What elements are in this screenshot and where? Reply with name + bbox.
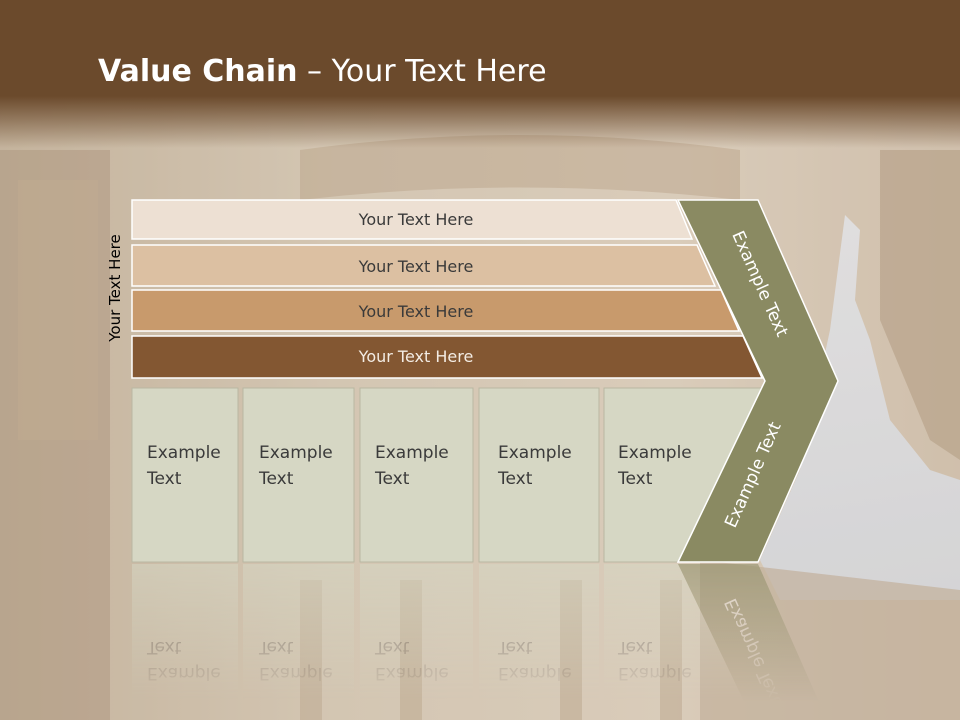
side-label: Your Text Here	[106, 234, 124, 342]
band-3-label: Your Text Here	[358, 302, 474, 321]
reflection-box-2-line1: Example	[259, 663, 333, 683]
box-3-line1: Example	[375, 443, 449, 463]
box-5-line2: Text	[617, 469, 653, 489]
reflection-box-2	[243, 564, 354, 720]
band-4-shape	[131, 335, 764, 379]
reflection-box-1-line2: Text	[146, 637, 182, 657]
box-1: Example Text	[131, 387, 239, 563]
reflection-box-3-line1: Example	[375, 663, 449, 683]
band-1-label: Your Text Here	[358, 210, 474, 229]
box-2: Example Text	[242, 387, 355, 563]
band-4: Your Text Here	[131, 335, 764, 379]
reflection-box-4	[479, 564, 599, 720]
band-3: Your Text Here	[131, 289, 741, 332]
box-3-line2: Text	[374, 469, 410, 489]
reflection-box-5	[604, 564, 754, 720]
band-2: Your Text Here	[131, 244, 717, 287]
band-2-shape	[131, 244, 717, 287]
reflection: Example Text Example Text Example Text E…	[132, 564, 827, 720]
reflection-chevron	[678, 564, 827, 720]
box-4: Example Text	[478, 387, 600, 563]
box-3: Example Text	[359, 387, 474, 563]
box-5-line1: Example	[618, 443, 692, 463]
title-bold: Value Chain	[98, 54, 298, 89]
reflection-box-5-line2: Text	[617, 637, 653, 657]
box-2-shape	[242, 387, 355, 563]
reflection-box-4-line1: Example	[498, 663, 572, 683]
box-1-shape	[131, 387, 239, 563]
band-1: Your Text Here	[131, 199, 694, 240]
reflection-box-1	[132, 564, 238, 720]
box-1-line1: Example	[147, 443, 221, 463]
box-2-line2: Text	[258, 469, 294, 489]
box-group: Example Text Example Text Example Text E…	[131, 387, 763, 563]
reflection-box-3-line2: Text	[374, 637, 410, 657]
chevron-shape	[676, 199, 839, 563]
band-4-label: Your Text Here	[358, 347, 474, 366]
header-bar: Value Chain – Your Text Here	[0, 0, 960, 148]
box-4-line1: Example	[498, 443, 572, 463]
box-2-line1: Example	[259, 443, 333, 463]
reflection-box-5-line1: Example	[618, 663, 692, 683]
box-3-shape	[359, 387, 474, 563]
box-4-shape	[478, 387, 600, 563]
band-1-shape	[131, 199, 694, 240]
band-group: Your Text Here Your Text Here Your Text …	[131, 199, 764, 379]
reflection-box-1-line1: Example	[147, 663, 221, 683]
box-1-line2: Text	[146, 469, 182, 489]
band-2-label: Your Text Here	[358, 257, 474, 276]
box-5: Example Text	[603, 387, 763, 563]
reflection-box-3	[360, 564, 473, 720]
box-4-line2: Text	[497, 469, 533, 489]
band-3-shape	[131, 289, 741, 332]
reflection-box-2-line2: Text	[258, 637, 294, 657]
slide-title: Value Chain – Your Text Here	[98, 54, 547, 89]
chevron-arrow: Example Text Example Text	[676, 199, 839, 563]
title-rest: – Your Text Here	[297, 54, 547, 89]
reflection-box-4-line2: Text	[497, 637, 533, 657]
